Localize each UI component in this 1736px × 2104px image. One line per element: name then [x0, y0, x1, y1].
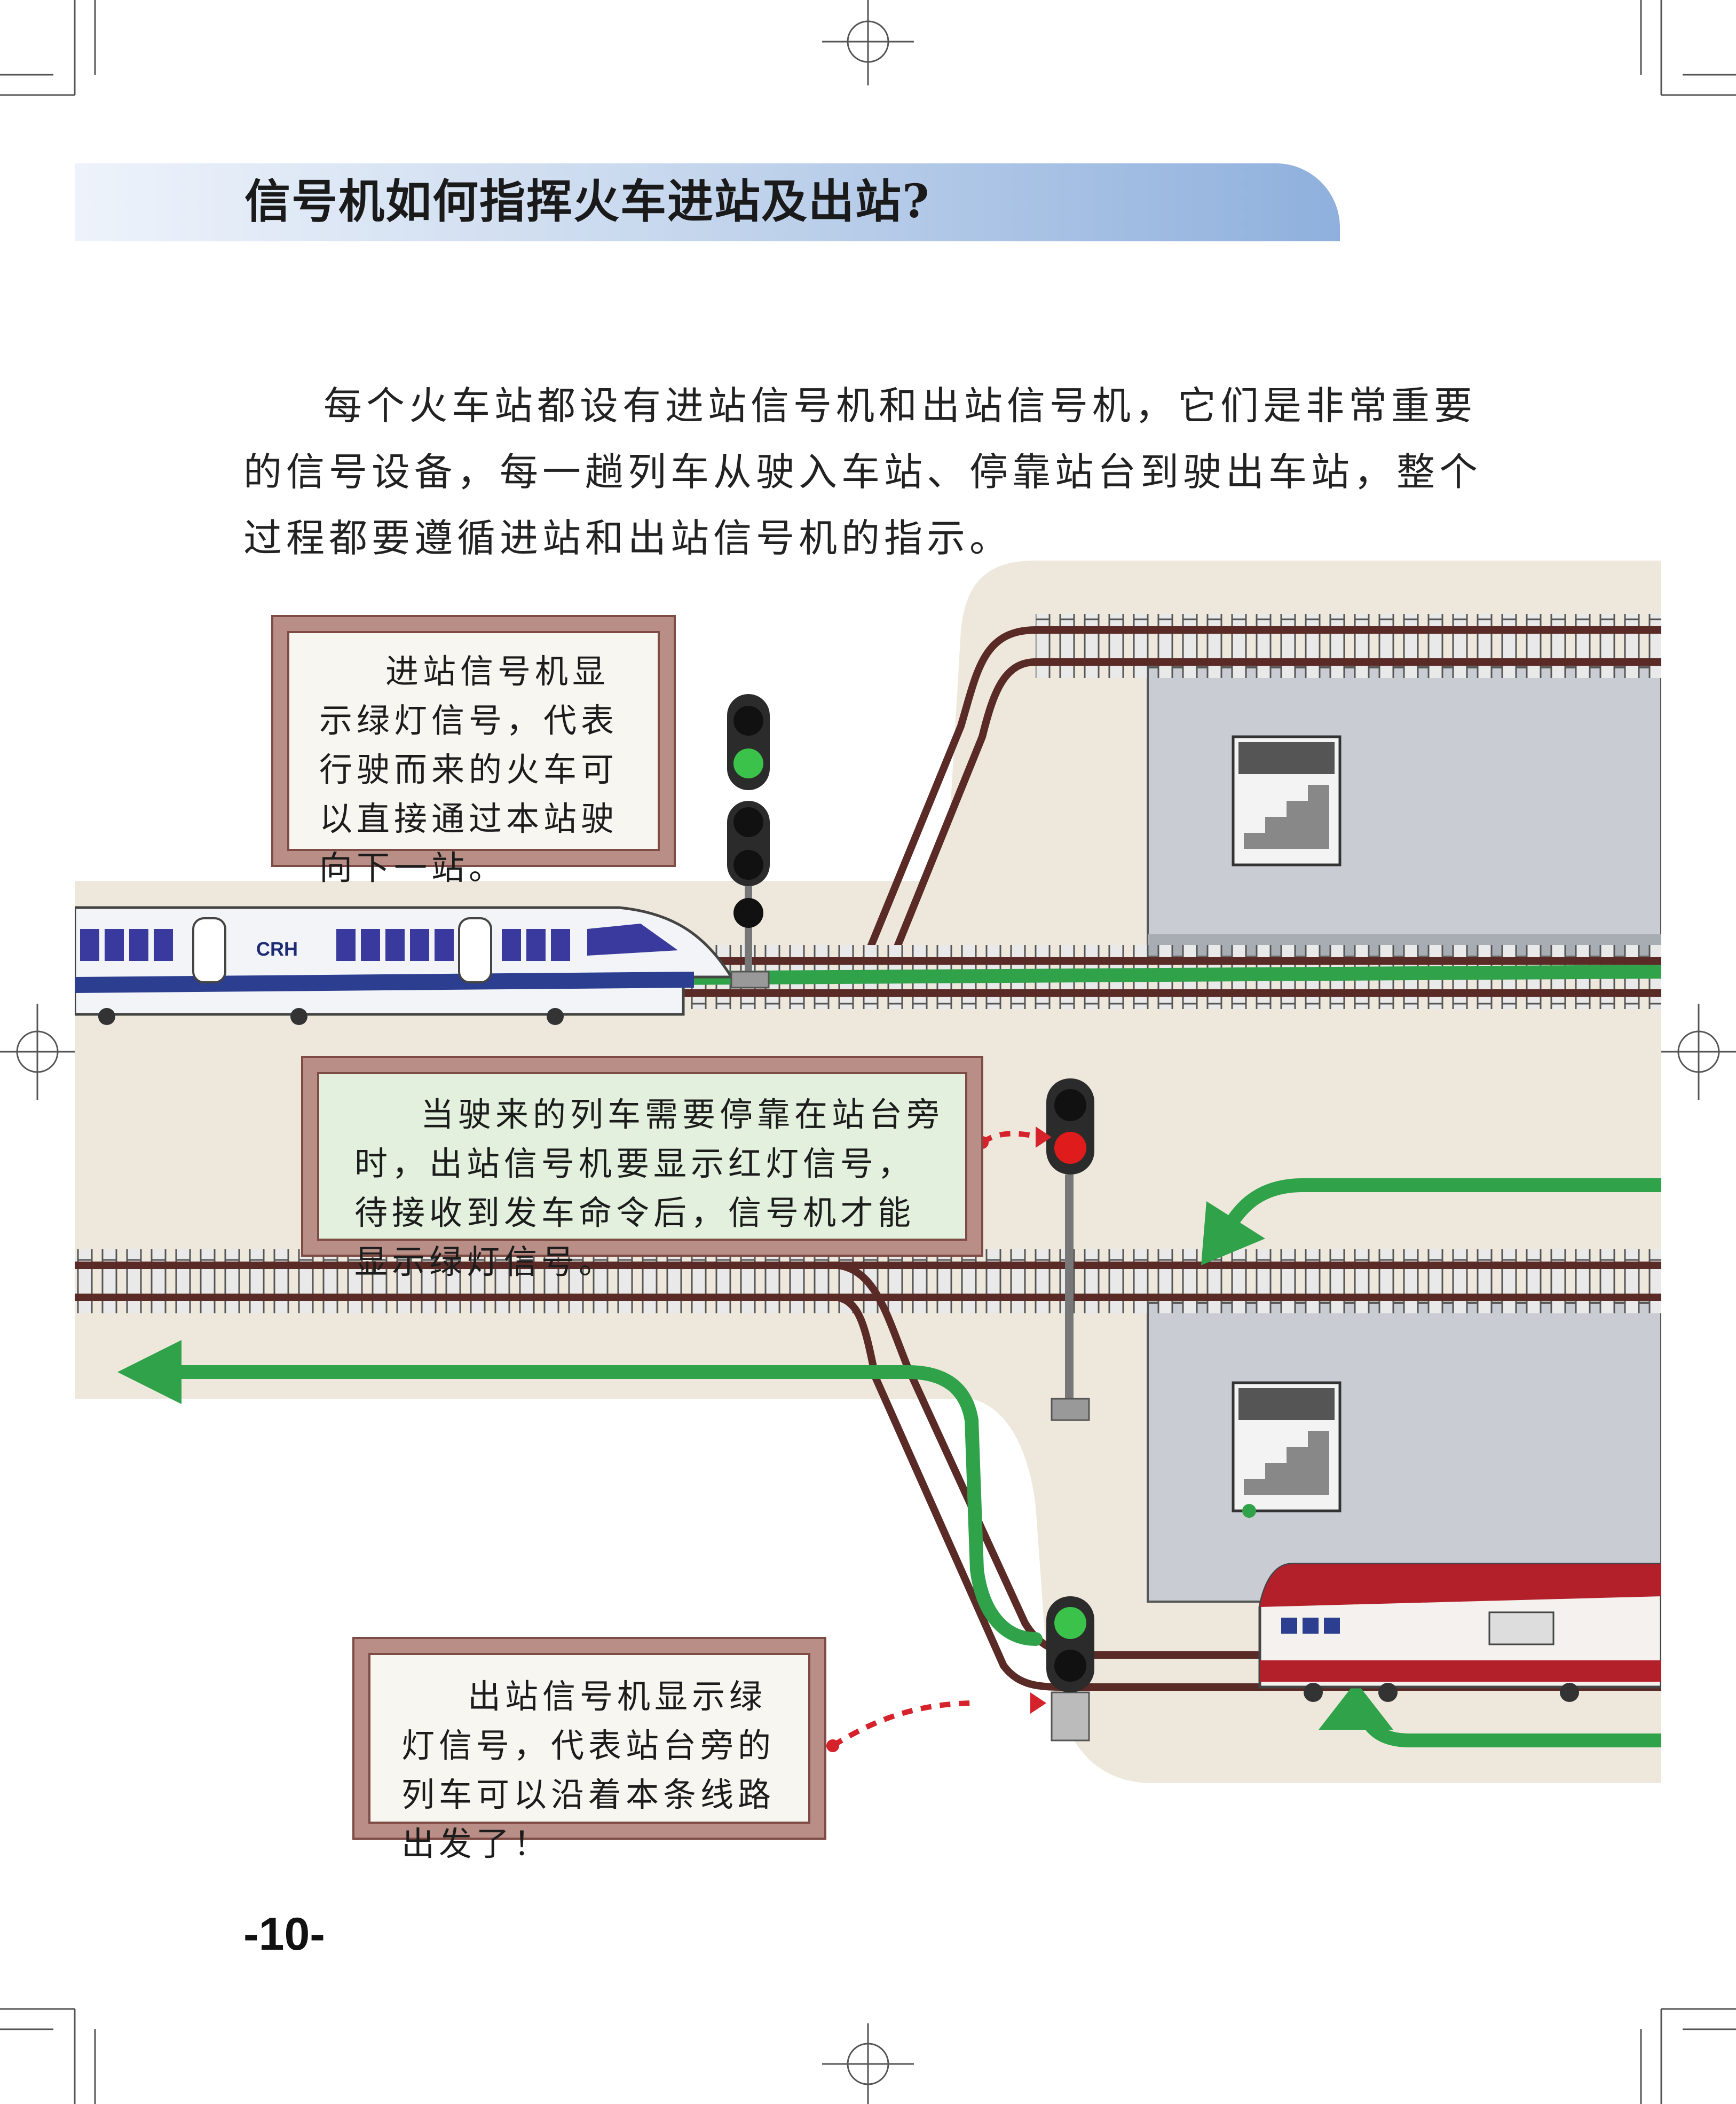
lower-platform	[1147, 1302, 1662, 1603]
arrow-head-upper-right	[1201, 1201, 1265, 1265]
exit-signal-red	[1046, 1078, 1094, 1421]
train-label: CRH	[256, 938, 298, 960]
upper-platform-window	[1232, 735, 1342, 866]
page-title: 信号机如何指挥火车进站及出站?	[244, 175, 930, 228]
intro-paragraph: 每个火车站都设有进站信号机和出站信号机，它们是非常重要的信号设备，每一趟列车从驶…	[243, 383, 1482, 561]
arrow-head-lower-right	[1319, 1682, 1393, 1730]
callout-entry-signal: 进站信号机显示绿灯信号，代表行驶而来的火车可以直接通过本站驶向下一站。	[273, 617, 674, 887]
top-siding-track	[861, 614, 1661, 963]
entry-signal	[727, 694, 770, 989]
page-number: -10-	[243, 1909, 325, 1960]
callout-exit-signal-green: 出站信号机显示绿灯信号，代表站台旁的列车可以沿着本条线路出发了！	[354, 1639, 824, 1863]
red-locomotive	[1258, 1563, 1663, 1702]
title-band	[75, 163, 1340, 241]
exit-signal-green	[1046, 1596, 1094, 1741]
main-track-lower	[75, 1249, 1661, 1313]
lower-platform-window	[1232, 1381, 1342, 1512]
arrow-head-left	[117, 1340, 182, 1404]
upper-platform	[1147, 666, 1662, 957]
crh-train: CRH	[73, 906, 734, 1025]
callout-exit-signal-red: 当驶来的列车需要停靠在站台旁时，出站信号机要显示红灯信号，待接收到发车命令后，信…	[303, 1058, 981, 1281]
